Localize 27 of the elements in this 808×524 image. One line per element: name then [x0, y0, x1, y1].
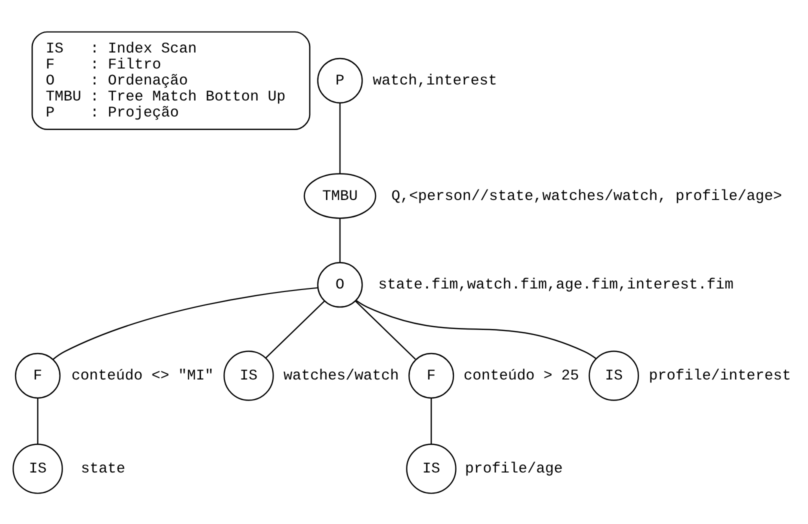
node-label: watches/watch	[283, 368, 399, 384]
connector	[430, 398, 432, 444]
node-label: profile/age	[465, 461, 563, 478]
connector	[339, 218, 341, 262]
connector	[52, 286, 318, 360]
node-circle: P	[317, 57, 363, 103]
connector	[356, 300, 597, 359]
connector	[265, 300, 325, 358]
connector	[37, 398, 38, 444]
node-label: watch,interest	[372, 72, 498, 89]
node-circle: IS	[224, 350, 274, 400]
node-circle: IS	[406, 443, 456, 494]
node-circle: F	[14, 352, 61, 398]
connector	[355, 300, 416, 360]
node-circle: IS	[588, 350, 639, 400]
node-label: Q,<person//state,watches/watch, profile/age>	[391, 188, 782, 204]
node-label: conteúdo > 25	[464, 368, 580, 384]
node-label: conteúdo <> "MI"	[72, 368, 214, 384]
node-box: IS : Index Scan F : Filtro O : Ordenação TMBU : Tree Match Botton Up P : Projeção	[32, 30, 310, 130]
node-circle: F	[408, 352, 454, 398]
node-label: state.fim,watch.fim,age.fim,interest.fim	[378, 277, 734, 294]
node-label: profile/interest	[648, 368, 791, 384]
node-ellipse: TMBU	[304, 172, 376, 218]
connector	[339, 102, 341, 174]
node-circle: O	[317, 262, 363, 308]
node-circle: IS	[12, 443, 63, 494]
node-label: state	[80, 461, 126, 478]
